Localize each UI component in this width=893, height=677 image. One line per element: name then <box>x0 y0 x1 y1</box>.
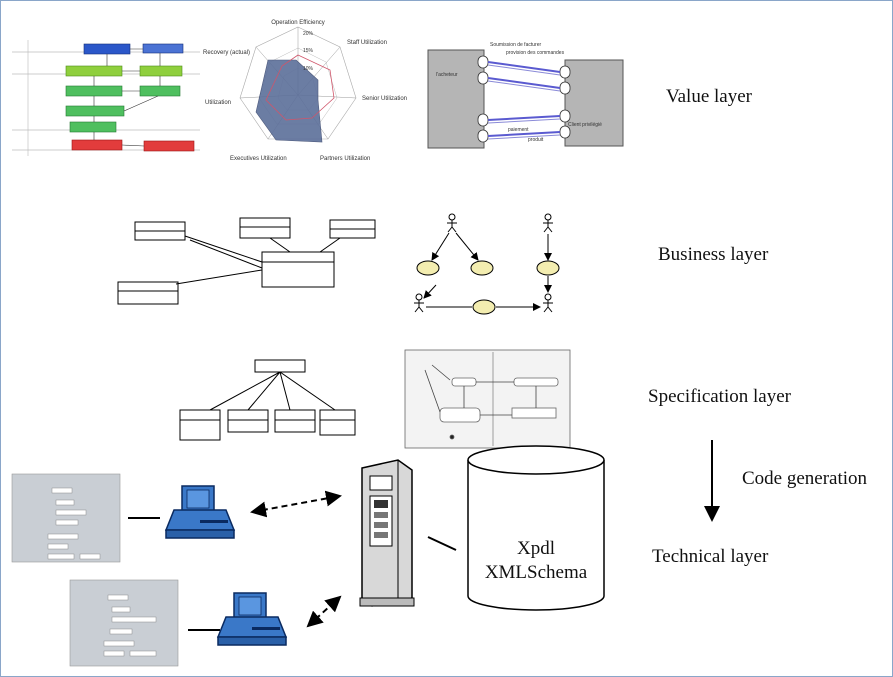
actor-right-label: Client privilégié <box>568 122 602 128</box>
server-icon <box>359 459 415 607</box>
database-icon: Xpdl XMLSchema <box>467 445 605 611</box>
computer-icon <box>216 592 288 646</box>
computer-icon <box>164 485 236 539</box>
business-class-diagram <box>117 217 376 305</box>
radar-axis-label: Partners Utilization <box>320 156 370 162</box>
specification-activity-diagram <box>404 349 571 449</box>
radar-chart-thumbnail: Operation Efficiency Staff Utilization S… <box>203 20 407 162</box>
radar-axis-label: Recovery (actual) <box>203 50 250 56</box>
value-layer-label: Value layer <box>666 86 752 107</box>
technical-layer-label: Technical layer <box>652 546 769 567</box>
radar-tick-label: 20% <box>303 31 314 37</box>
specification-class-diagram <box>179 359 356 441</box>
value-exchange-thumbnail: l'acheteur Client privilégié Soumission … <box>427 42 624 149</box>
exchange-label: paiement <box>508 127 529 133</box>
form-screenshot-top <box>11 473 121 563</box>
database-label-line2: XMLSchema <box>485 562 588 583</box>
code-generation-label: Code generation <box>742 468 868 489</box>
radar-axis-label: Utilization <box>205 100 231 106</box>
actor-left-label: l'acheteur <box>436 72 458 78</box>
business-layer-label: Business layer <box>658 244 769 265</box>
actor-icon <box>414 293 424 313</box>
actor-icon <box>543 293 553 313</box>
radar-tick-label: 10% <box>303 66 314 72</box>
form-screenshot-bottom <box>69 579 179 667</box>
radar-axis-label: Executives Utilization <box>230 156 287 162</box>
process-map-thumbnail <box>12 38 202 158</box>
specification-layer-label: Specification layer <box>648 386 791 407</box>
actor-icon <box>447 213 457 233</box>
radar-axis-label: Operation Efficiency <box>271 20 325 26</box>
radar-tick-label: 15% <box>303 48 314 54</box>
exchange-label: produit <box>528 137 544 143</box>
exchange-label: provision des commandes <box>506 50 565 56</box>
radar-axis-label: Senior Utilization <box>362 96 407 102</box>
business-use-case-diagram <box>414 213 560 315</box>
exchange-label: Soumission de facturer <box>490 42 541 48</box>
database-label-line1: Xpdl <box>517 538 555 559</box>
radar-axis-label: Staff Utilization <box>347 40 387 46</box>
actor-icon <box>543 213 553 233</box>
